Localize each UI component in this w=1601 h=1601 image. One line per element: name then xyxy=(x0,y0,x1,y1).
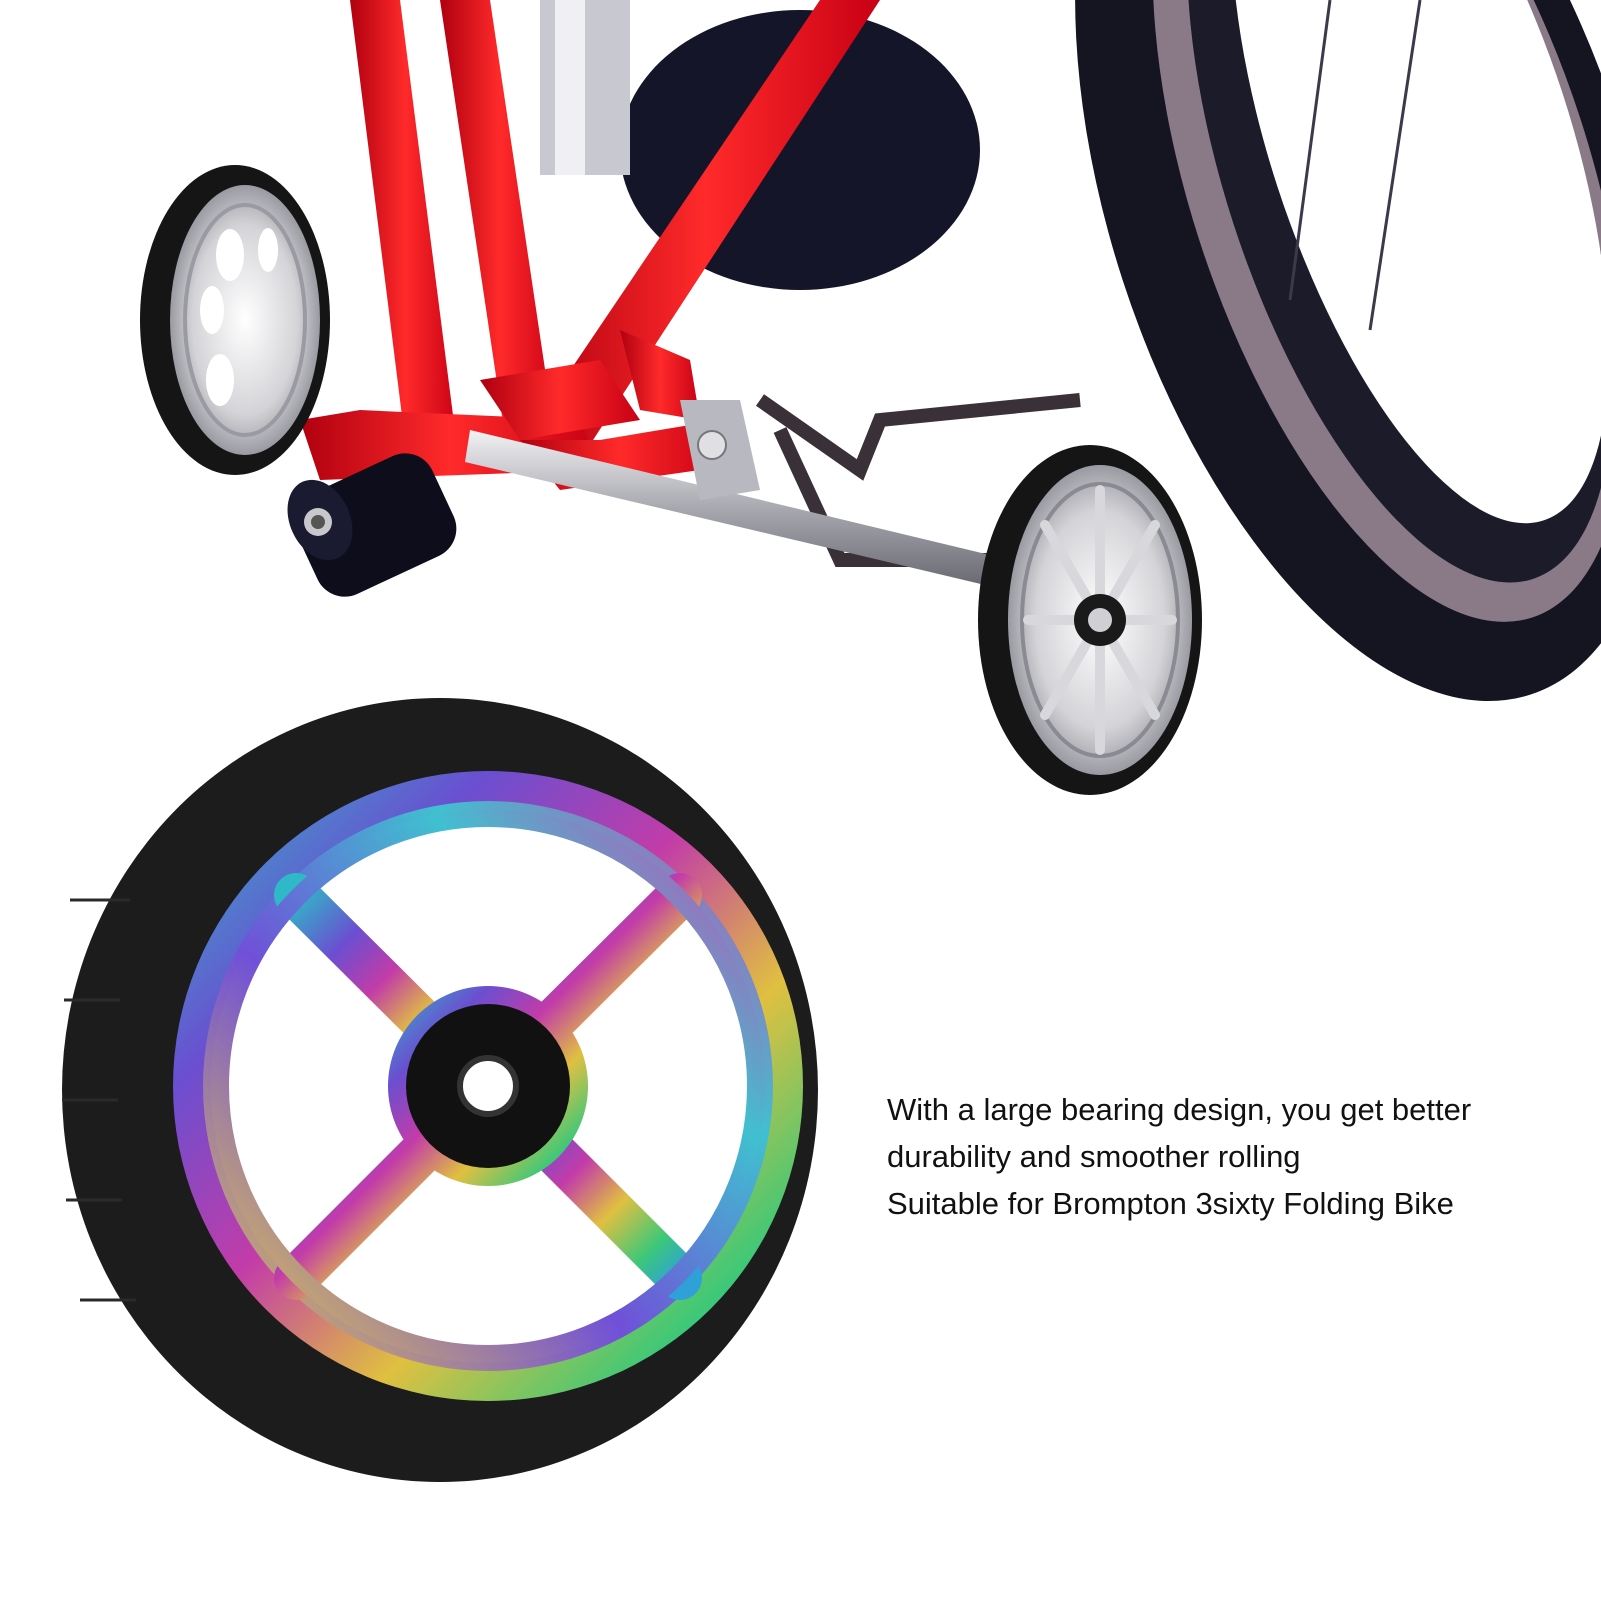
silver-easy-wheel-left xyxy=(140,165,330,475)
caption-line-1: With a large bearing design, you get bet… xyxy=(887,1092,1472,1127)
caption-line-3: Suitable for Brompton 3sixty Folding Bik… xyxy=(887,1186,1454,1221)
rear-tyre xyxy=(1075,0,1601,702)
bottom-bracket xyxy=(287,453,457,597)
extension-bar xyxy=(465,400,990,585)
red-bike-frame xyxy=(300,0,880,490)
silver-easy-wheel-right xyxy=(978,445,1202,795)
product-caption: With a large bearing design, you get bet… xyxy=(887,1086,1587,1227)
caption-line-2: durability and smoother rolling xyxy=(887,1139,1301,1174)
rainbow-easy-wheel xyxy=(62,698,818,1482)
